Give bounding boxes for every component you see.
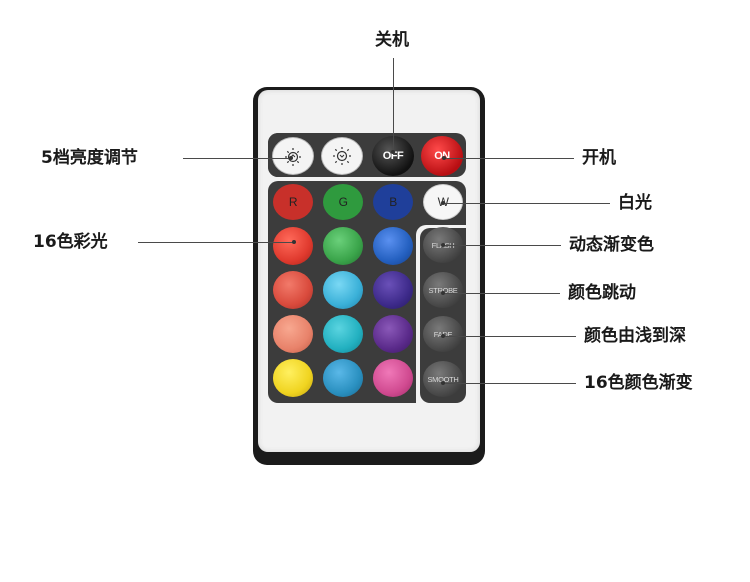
color-button[interactable] (373, 315, 413, 353)
colors16-callout-label: 16色彩光 (33, 232, 108, 252)
on-callout-label: 开机 (582, 148, 616, 168)
flash-callout-line (443, 245, 561, 246)
color-button[interactable] (373, 359, 413, 397)
smooth-callout-line (443, 383, 576, 384)
white-callout-line (443, 203, 610, 204)
on-callout-line (444, 158, 574, 159)
strobe-callout-label: 颜色跳动 (568, 283, 636, 303)
strobe-callout-dot (441, 291, 445, 295)
brightness-up-button[interactable] (272, 137, 314, 175)
blue-button[interactable]: B (373, 184, 413, 220)
white-callout-label: 白光 (618, 193, 652, 213)
sun-brightness-up-icon (285, 148, 301, 166)
color-button[interactable] (323, 271, 363, 309)
smooth-callout-label: 16色颜色渐变 (584, 373, 693, 393)
off-callout-dot (391, 150, 395, 154)
colors16-callout-dot (292, 240, 296, 244)
red-button[interactable]: R (273, 184, 313, 220)
blue-button-label: B (389, 195, 397, 209)
strobe-button-label: STROBE (428, 285, 458, 295)
brightness-callout-label: 5档亮度调节 (41, 148, 138, 168)
strobe-button[interactable]: STROBE (423, 272, 463, 308)
colors16-callout-line (138, 242, 294, 243)
smooth-button-label: SMOOTH (427, 374, 459, 384)
flash-callout-dot (441, 243, 445, 247)
brightness-down-button[interactable] (321, 137, 363, 175)
green-button-label: G (338, 195, 348, 209)
fade-callout-line (443, 336, 576, 337)
brightness-callout-dot (289, 156, 293, 160)
color-button[interactable] (323, 315, 363, 353)
red-button-label: R (288, 195, 298, 209)
color-button[interactable] (373, 271, 413, 309)
color-button[interactable] (273, 271, 313, 309)
off-button[interactable]: OFF (372, 136, 414, 176)
off-callout-label: 关机 (375, 30, 409, 50)
color-button[interactable] (323, 359, 363, 397)
strobe-callout-line (443, 293, 560, 294)
color-button[interactable] (373, 227, 413, 265)
green-button[interactable]: G (323, 184, 363, 220)
off-button-label: OFF (382, 150, 404, 162)
on-callout-dot (442, 156, 446, 160)
color-button[interactable] (323, 227, 363, 265)
color-button[interactable] (273, 359, 313, 397)
color-button[interactable] (273, 227, 313, 265)
fade-callout-label: 颜色由浅到深 (584, 326, 686, 346)
color-button[interactable] (273, 315, 313, 353)
smooth-button[interactable]: SMOOTH (423, 361, 463, 397)
fade-callout-dot (441, 334, 445, 338)
smooth-callout-dot (441, 381, 445, 385)
white-callout-dot (441, 201, 445, 205)
flash-callout-label: 动态渐变色 (569, 235, 654, 255)
brightness-callout-line (183, 158, 291, 159)
sun-brightness-down-icon (333, 147, 351, 165)
off-callout-line (393, 58, 394, 152)
